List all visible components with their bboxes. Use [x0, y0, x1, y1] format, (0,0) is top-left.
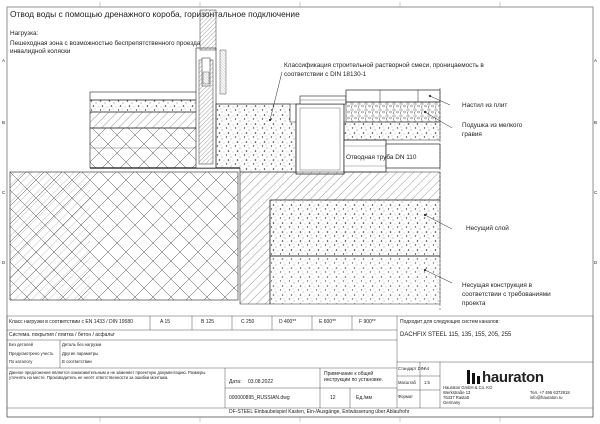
- callout-pipe: Отводная труба DN 110: [346, 154, 417, 161]
- callout-base: Несущий слой: [466, 225, 509, 232]
- company-line-1: Hauraton GmbH & Co. KG: [443, 385, 493, 390]
- standard-value: A4: [424, 366, 430, 371]
- suitable-systems-label: Подходит для следующих систем каналов:: [400, 319, 500, 325]
- callout-mortar-line-2: соответствии с DIN 18130-1: [284, 71, 367, 78]
- note-line-5: По каталогу: [9, 359, 33, 364]
- scale-label: Масштаб: [398, 380, 416, 385]
- callout-gravel-line-1: Подушка из мелкого: [462, 122, 523, 129]
- load-text-line-2: инвалидной коляски: [10, 48, 71, 55]
- footer-title: DF-STEEL Einbaubeispiel Kasten, Ein-/Aus…: [229, 409, 410, 415]
- border-letter-c: C: [2, 190, 6, 195]
- section-drawing: [9, 9, 441, 310]
- callout-structure-line-3: проекта: [462, 300, 486, 307]
- note-line-2: Деталь без нагрузки: [62, 342, 102, 347]
- border-letter-c-right: C: [594, 190, 598, 195]
- note-line-1: Без деталей: [9, 342, 34, 347]
- class-b125: B 125: [201, 319, 215, 325]
- border-letter-a-right: A: [594, 58, 598, 63]
- surface-row: Система. покрытия / плитка / бетон / асф…: [9, 332, 115, 338]
- load-class-row: Класс нагрузки в соответствии с EN 1433 …: [9, 319, 133, 325]
- border-letter-b-right: B: [594, 120, 598, 125]
- drawing-title: Отвод воды с помощью дренажного короба, …: [10, 9, 300, 19]
- company-line-2: Werkstraße 13: [443, 390, 471, 395]
- load-text-line-1: Пешеходная зона с возможностью беспрепят…: [10, 40, 201, 47]
- border-ticks: [99, 2, 501, 422]
- leader-lines: [268, 71, 453, 284]
- hauraton-logo: [467, 370, 480, 384]
- company-line-3: 76437 Rastatt: [443, 395, 470, 400]
- border-letter-a: A: [2, 58, 6, 63]
- scale-unit: Ед./мм: [356, 395, 372, 401]
- date-label: Дата:: [229, 379, 242, 385]
- class-c250: C 250: [241, 319, 255, 325]
- standard-label: Стандарт DIN: [398, 366, 425, 371]
- class-f900: F 900**: [359, 319, 376, 325]
- border-letter-d: D: [2, 260, 6, 265]
- callout-slabs: Настил из плит: [462, 102, 508, 109]
- class-a15: A 15: [160, 319, 171, 325]
- callout-structure-line-2: соответствии с требованиями: [462, 291, 551, 298]
- suitable-systems-value: DACHFIX STEEL 115, 135, 155, 205, 255: [400, 332, 512, 338]
- class-d400: D 400**: [279, 319, 297, 325]
- format-label: Формат: [398, 394, 413, 399]
- class-e600: E 600**: [319, 319, 336, 325]
- install-remark: Примечание к общей инструкции по установ…: [324, 371, 384, 383]
- brand-wordmark: hauraton: [482, 369, 544, 386]
- disclaimer: Данное предложение является ознакомитель…: [9, 370, 206, 381]
- company-line-4: Germany: [443, 400, 461, 405]
- email: info@hauraton.ru: [530, 395, 563, 400]
- note-line-3: Предусмотрено учесть: [9, 351, 54, 356]
- phone: Тел. +7 495 6372918: [530, 390, 570, 395]
- note-line-6: В соответствии: [62, 359, 92, 364]
- page-number: 12: [330, 395, 336, 401]
- note-line-4: Другие параметры: [62, 351, 99, 356]
- titleblock-grid: [6, 315, 594, 418]
- load-label: Нагрузка:: [10, 30, 39, 37]
- callout-structure-line-1: Несущая конструкция в: [462, 282, 533, 289]
- callout-gravel-line-2: гравия: [462, 131, 482, 138]
- callout-mortar-line-1: Классификация строительной растворной см…: [284, 62, 484, 69]
- border-letter-d-right: D: [594, 260, 598, 265]
- scale-value: 1:5: [424, 380, 430, 385]
- drawing-number: 000000895_RUSSIAN.dwg: [229, 395, 290, 401]
- border-letter-b: B: [2, 120, 6, 125]
- date-value: 03.08.2022: [248, 379, 274, 385]
